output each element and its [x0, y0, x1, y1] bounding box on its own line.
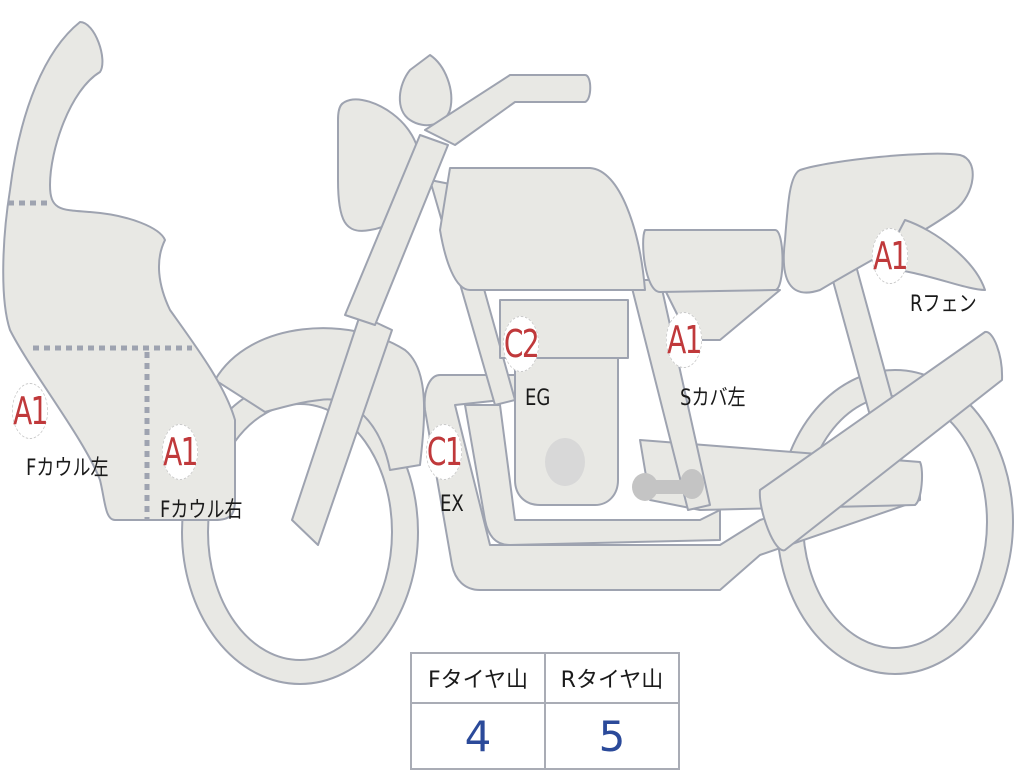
table-row: 4 5	[410, 702, 680, 770]
value-rear-tire-tread: 5	[544, 702, 680, 770]
muffler	[758, 331, 1004, 552]
exhaust-pipe-inner	[464, 404, 721, 546]
damage-marker-fcowl-left[interactable]: A1	[11, 383, 49, 439]
handlebar	[424, 74, 592, 146]
part-label-exhaust: EX	[440, 492, 464, 517]
damage-marker-exhaust[interactable]: C1	[425, 424, 463, 480]
part-label-side-cover-left: Sカバ左	[680, 386, 746, 411]
front-fork	[291, 314, 393, 546]
part-label-fcowl-right: Fカウル右	[160, 498, 243, 523]
fork-upper	[344, 134, 449, 326]
front-wheel	[181, 379, 419, 685]
table-header-row: Fタイヤ山 Rタイヤ山	[410, 652, 680, 704]
damage-marker-side-cover-left[interactable]: A1	[665, 312, 703, 368]
footrest	[632, 469, 704, 501]
part-label-rear-fender: Rフェン	[910, 292, 977, 317]
damage-marker-fcowl-right[interactable]: A1	[161, 424, 199, 480]
engine-cover	[545, 438, 585, 486]
header-front-tire-tread: Fタイヤ山	[410, 652, 546, 704]
engine-body	[514, 357, 619, 506]
value-front-tire-tread: 4	[410, 702, 546, 770]
meter	[398, 54, 453, 127]
damage-marker-rear-fender[interactable]: A1	[871, 228, 909, 284]
fuel-tank	[439, 167, 646, 291]
header-rear-tire-tread: Rタイヤ山	[544, 652, 680, 704]
front-cowl	[2, 21, 236, 521]
front-seat	[642, 229, 784, 293]
part-label-fcowl-left: Fカウル左	[26, 456, 109, 481]
damage-marker-engine[interactable]: C2	[502, 316, 540, 372]
tire-tread-table: Fタイヤ山 Rタイヤ山 4 5	[410, 652, 680, 770]
part-label-engine: EG	[525, 386, 551, 411]
